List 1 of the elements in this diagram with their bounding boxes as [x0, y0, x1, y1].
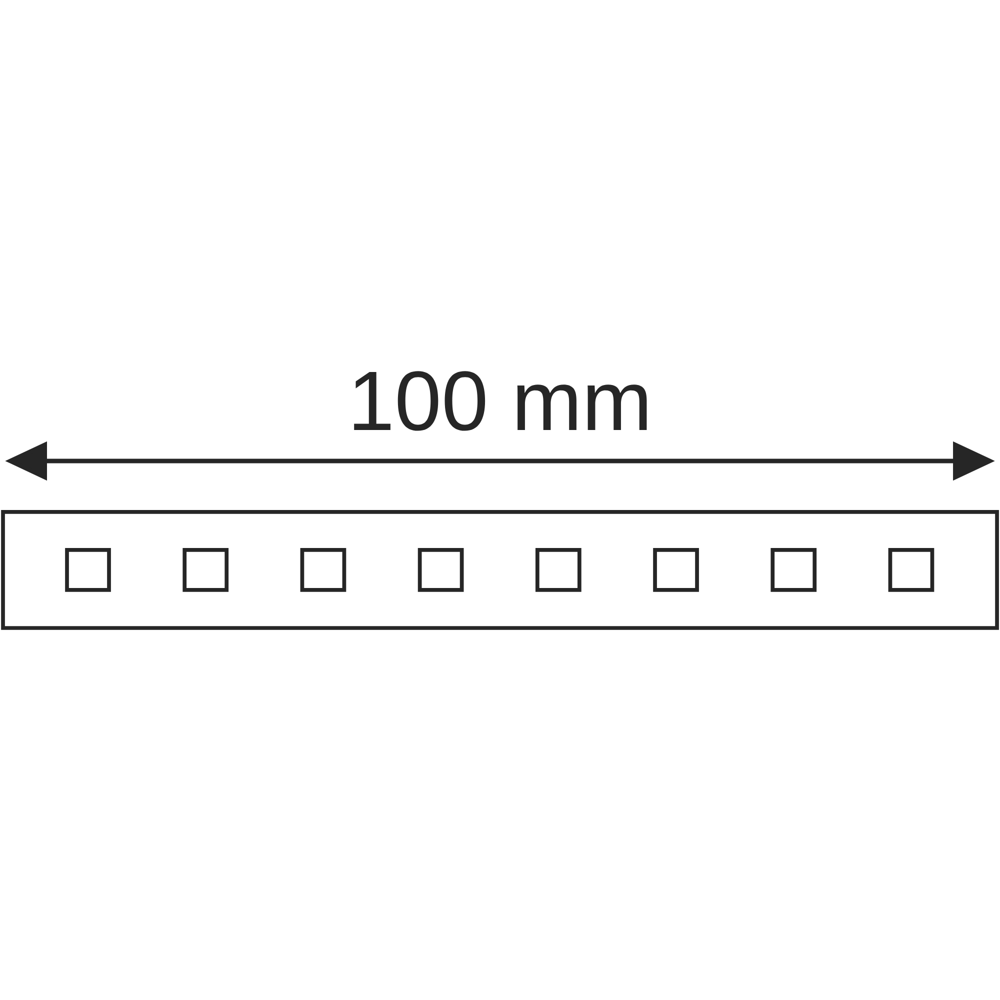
dimension-label: 100 mm — [354, 371, 647, 431]
